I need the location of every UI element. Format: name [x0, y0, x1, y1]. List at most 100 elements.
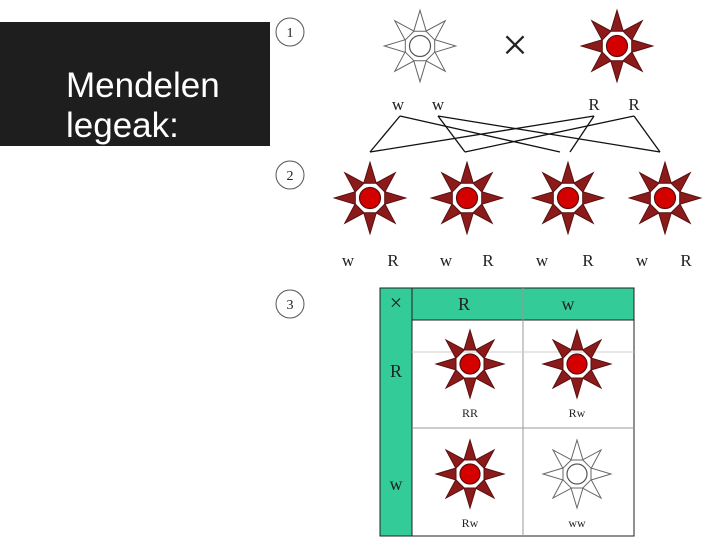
petal: [434, 39, 458, 53]
punnett-row-header-2: w: [390, 474, 403, 494]
petal: [444, 448, 466, 470]
petal: [474, 448, 496, 470]
f1-red-flower-icon-1: [332, 160, 408, 236]
petal: [463, 328, 477, 351]
f1-4-allele-a: w: [636, 251, 649, 270]
petal: [463, 377, 477, 400]
punnett-cell-4-genotype: ww: [568, 516, 586, 530]
petal: [444, 368, 466, 390]
flower-center: [605, 34, 629, 58]
inheritance-lines: [369, 115, 661, 153]
flower-center: [566, 463, 588, 485]
petal: [570, 377, 584, 400]
parent-allele-r2: R: [628, 95, 640, 114]
petal: [375, 171, 397, 193]
petal: [570, 328, 584, 351]
page-title: Mendelen legeak:: [66, 66, 220, 145]
petal: [541, 203, 563, 225]
f1-red-flower-icon-3: [530, 160, 606, 236]
petal: [463, 487, 477, 510]
petal: [382, 39, 406, 53]
f1-2-allele-b: R: [482, 251, 494, 270]
punnett-col-header-2: w: [562, 294, 575, 314]
flower-center: [408, 34, 432, 58]
petal: [573, 203, 595, 225]
petal: [581, 368, 603, 390]
title-panel: Mendelen legeak:: [0, 22, 270, 146]
f1-3-allele-a: w: [536, 251, 549, 270]
petal: [590, 51, 612, 73]
flower-center: [459, 353, 481, 375]
punnett-cross-symbol: ×: [390, 290, 402, 315]
punnett-header-row: [379, 287, 635, 321]
petal: [658, 160, 672, 184]
petal: [483, 467, 506, 481]
petal: [375, 203, 397, 225]
flower-center: [358, 186, 382, 210]
punnett-cell-2-genotype: Rw: [569, 406, 586, 420]
petal: [463, 438, 477, 461]
petal: [670, 171, 692, 193]
petal: [590, 19, 612, 41]
f1-red-flower-icon-2: [429, 160, 505, 236]
f1-1-allele-a: w: [342, 251, 355, 270]
petal: [413, 60, 427, 84]
petal: [638, 171, 660, 193]
petal: [393, 19, 415, 41]
punnett-row-header-1: R: [390, 361, 402, 381]
flower-center: [566, 353, 588, 375]
parent-white-flower: [382, 8, 458, 84]
petal: [474, 338, 496, 360]
petal: [627, 191, 651, 205]
step-2-marker: 2: [275, 160, 305, 190]
punnett-flower-icon-4: [541, 438, 613, 510]
petal: [561, 160, 575, 184]
petal: [530, 191, 554, 205]
petal: [579, 39, 603, 53]
petal: [474, 478, 496, 500]
petal: [481, 191, 505, 205]
petal: [460, 160, 474, 184]
parent-allele-r1: R: [588, 95, 600, 114]
petal: [343, 203, 365, 225]
petal: [551, 478, 573, 500]
petal: [472, 171, 494, 193]
flower-center: [459, 463, 481, 485]
step-2-label: 2: [287, 169, 294, 184]
petal: [474, 368, 496, 390]
petal: [363, 212, 377, 236]
petal: [581, 448, 603, 470]
petal: [622, 51, 644, 73]
petal: [541, 171, 563, 193]
punnett-flowers: [434, 328, 613, 510]
petal: [551, 338, 573, 360]
petal: [670, 203, 692, 225]
petal: [460, 212, 474, 236]
step-3-marker: 3: [275, 289, 305, 319]
petal: [590, 467, 613, 481]
punnett-flower-icon-2: [541, 328, 613, 400]
petal: [541, 357, 564, 371]
f1-2-allele-a: w: [440, 251, 453, 270]
flower-center: [556, 186, 580, 210]
parent-red-flower: [579, 8, 655, 84]
petal: [440, 203, 462, 225]
punnett-header-col: [379, 287, 413, 537]
punnett-col-header-1: R: [458, 294, 470, 314]
petal: [434, 467, 457, 481]
step-3-label: 3: [287, 298, 294, 313]
petal: [440, 171, 462, 193]
f1-flowers: [332, 160, 703, 236]
petal: [332, 191, 356, 205]
petal: [610, 60, 624, 84]
petal: [581, 338, 603, 360]
petal: [551, 368, 573, 390]
petal: [393, 51, 415, 73]
petal: [581, 478, 603, 500]
petal: [444, 338, 466, 360]
petal: [444, 478, 466, 500]
petal: [551, 448, 573, 470]
petal: [425, 19, 447, 41]
punnett-flower-icon-3: [434, 438, 506, 510]
punnett-cell-3-genotype: Rw: [462, 516, 479, 530]
